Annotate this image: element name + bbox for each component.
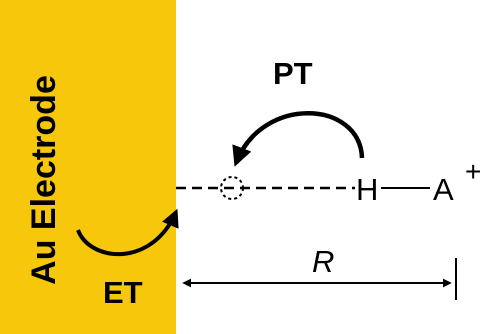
acid-atom-label: A <box>433 172 454 207</box>
electron-transfer-arrow <box>76 208 179 257</box>
electrode-label: Au Electrode <box>25 75 63 285</box>
electrode-slab <box>0 0 176 334</box>
proton-transfer-arrow <box>232 111 365 167</box>
positive-charge-label: + <box>465 156 481 187</box>
distance-label: R <box>312 244 334 279</box>
proton-destination-circle <box>220 176 244 200</box>
hydrogen-atom-label: H <box>356 172 378 207</box>
proton-transfer-label: PT <box>273 56 313 91</box>
electron-transfer-label: ET <box>103 275 143 310</box>
